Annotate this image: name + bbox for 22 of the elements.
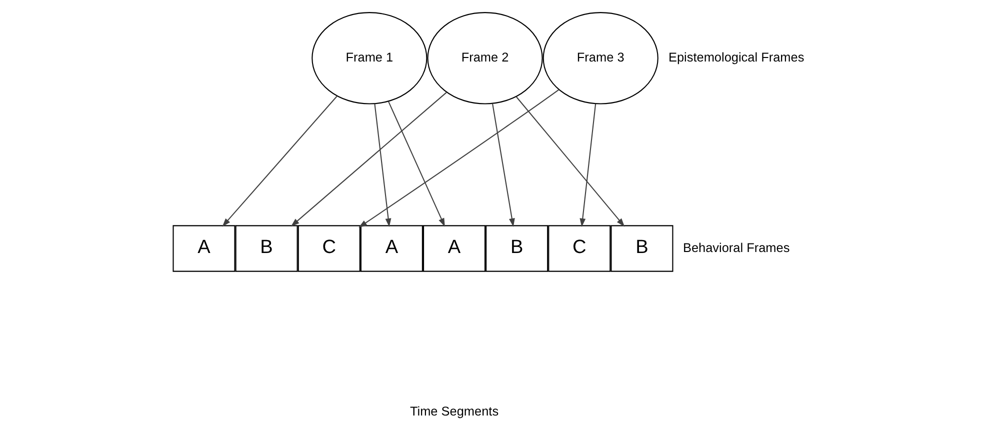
- arrow: [492, 104, 515, 227]
- label: Behavioral Frames: [682, 240, 790, 255]
- arrow: [222, 96, 338, 227]
- arrow: [516, 96, 625, 227]
- arrow: [290, 92, 447, 226]
- node-box: C: [548, 225, 611, 272]
- node-box: B: [486, 225, 548, 272]
- node-ellipse: Frame 3: [542, 12, 658, 104]
- node-ellipse: Frame 1: [312, 12, 428, 104]
- arrow: [374, 104, 392, 227]
- label: Time Segments: [410, 404, 499, 419]
- node-box: B: [610, 225, 674, 272]
- arrow: [580, 104, 596, 227]
- arrow: [388, 101, 445, 227]
- node-ellipse: Frame 2: [427, 12, 543, 104]
- node-box: C: [298, 225, 360, 272]
- arrow: [358, 89, 560, 228]
- node-box: B: [235, 225, 298, 272]
- node-box: A: [360, 225, 423, 272]
- label: Epistemological Frames: [668, 49, 804, 64]
- node-box: A: [422, 225, 486, 272]
- node-box: A: [172, 225, 236, 272]
